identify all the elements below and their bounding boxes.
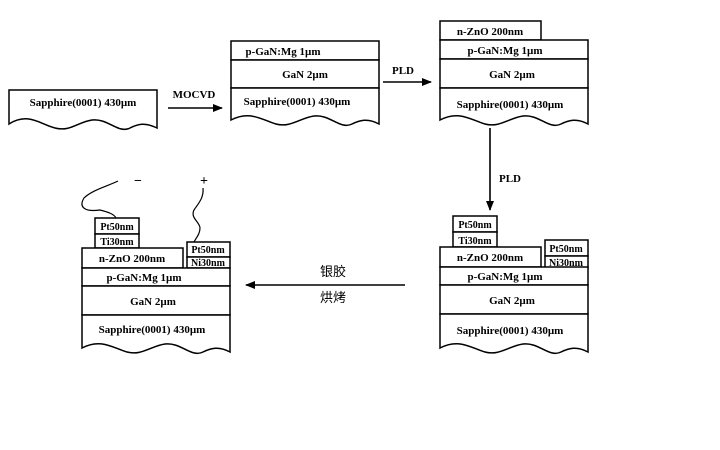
arrow-mocvd: MOCVD bbox=[168, 89, 223, 112]
step5-device: − + Pt50nm Ti30nm Pt50nm Ni30nm n-ZnO 20… bbox=[81, 174, 231, 355]
ti-label: Ti30nm bbox=[458, 236, 492, 247]
p-gan-label: p-GaN:Mg 1µm bbox=[467, 45, 542, 57]
negative-wire bbox=[81, 180, 119, 219]
positive-wire bbox=[192, 187, 204, 243]
gan-layer bbox=[439, 284, 589, 315]
ni-label: Ni30nm bbox=[191, 258, 226, 269]
arrow-pld-1: PLD bbox=[383, 65, 432, 86]
step1-substrate: Sapphire(0001) 430µm bbox=[8, 89, 158, 131]
arrow-label-pld: PLD bbox=[392, 65, 414, 77]
arrow-label-baking: 烘烤 bbox=[320, 291, 346, 306]
step4-stack: Pt50nm Ti30nm Pt50nm Ni30nm n-ZnO 200nm … bbox=[439, 215, 589, 355]
positive-terminal: + bbox=[200, 174, 208, 189]
p-gan-label: p-GaN:Mg 1µm bbox=[106, 272, 181, 284]
pt-label: Pt50nm bbox=[549, 244, 583, 255]
sapphire-label: Sapphire(0001) 430µm bbox=[244, 96, 351, 108]
gan-label: GaN 2µm bbox=[282, 69, 328, 81]
sapphire-label: Sapphire(0001) 430µm bbox=[457, 99, 564, 111]
arrow-label-mocvd: MOCVD bbox=[173, 89, 216, 101]
p-gan-label: p-GaN:Mg 1µm bbox=[467, 271, 542, 283]
pt-label: Pt50nm bbox=[458, 220, 492, 231]
arrow-label-pld: PLD bbox=[499, 173, 521, 185]
step3-stack: n-ZnO 200nm p-GaN:Mg 1µm GaN 2µm Sapphir… bbox=[439, 20, 589, 127]
arrow-pld-2: PLD bbox=[486, 128, 521, 211]
sapphire-label: Sapphire(0001) 430µm bbox=[30, 97, 137, 109]
gan-label: GaN 2µm bbox=[489, 69, 535, 81]
gan-label: GaN 2µm bbox=[130, 296, 176, 308]
gan-label: GaN 2µm bbox=[489, 295, 535, 307]
gan-layer bbox=[81, 285, 231, 316]
n-zno-label: n-ZnO 200nm bbox=[457, 252, 523, 264]
arrow-silver-paste-bake: 银胶 烘烤 bbox=[245, 264, 405, 306]
n-zno-label: n-ZnO 200nm bbox=[457, 26, 523, 38]
gan-layer bbox=[439, 58, 589, 89]
sapphire-label: Sapphire(0001) 430µm bbox=[457, 325, 564, 337]
sapphire-label: Sapphire(0001) 430µm bbox=[99, 324, 206, 336]
p-gan-label: p-GaN:Mg 1µm bbox=[245, 46, 320, 58]
sapphire-layer bbox=[439, 87, 589, 127]
sapphire-layer bbox=[8, 89, 158, 131]
sapphire-layer bbox=[230, 87, 380, 127]
ti-label: Ti30nm bbox=[100, 237, 134, 248]
gan-layer bbox=[230, 59, 380, 89]
pt-label: Pt50nm bbox=[100, 222, 134, 233]
sapphire-layer bbox=[81, 314, 231, 355]
negative-terminal: − bbox=[134, 174, 142, 189]
pt-label: Pt50nm bbox=[191, 245, 225, 256]
ni-label: Ni30nm bbox=[549, 258, 584, 269]
sapphire-layer bbox=[439, 313, 589, 355]
step2-stack: p-GaN:Mg 1µm GaN 2µm Sapphire(0001) 430µ… bbox=[230, 40, 380, 127]
arrow-label-silver-paste: 银胶 bbox=[320, 264, 346, 280]
n-zno-label: n-ZnO 200nm bbox=[99, 253, 165, 265]
